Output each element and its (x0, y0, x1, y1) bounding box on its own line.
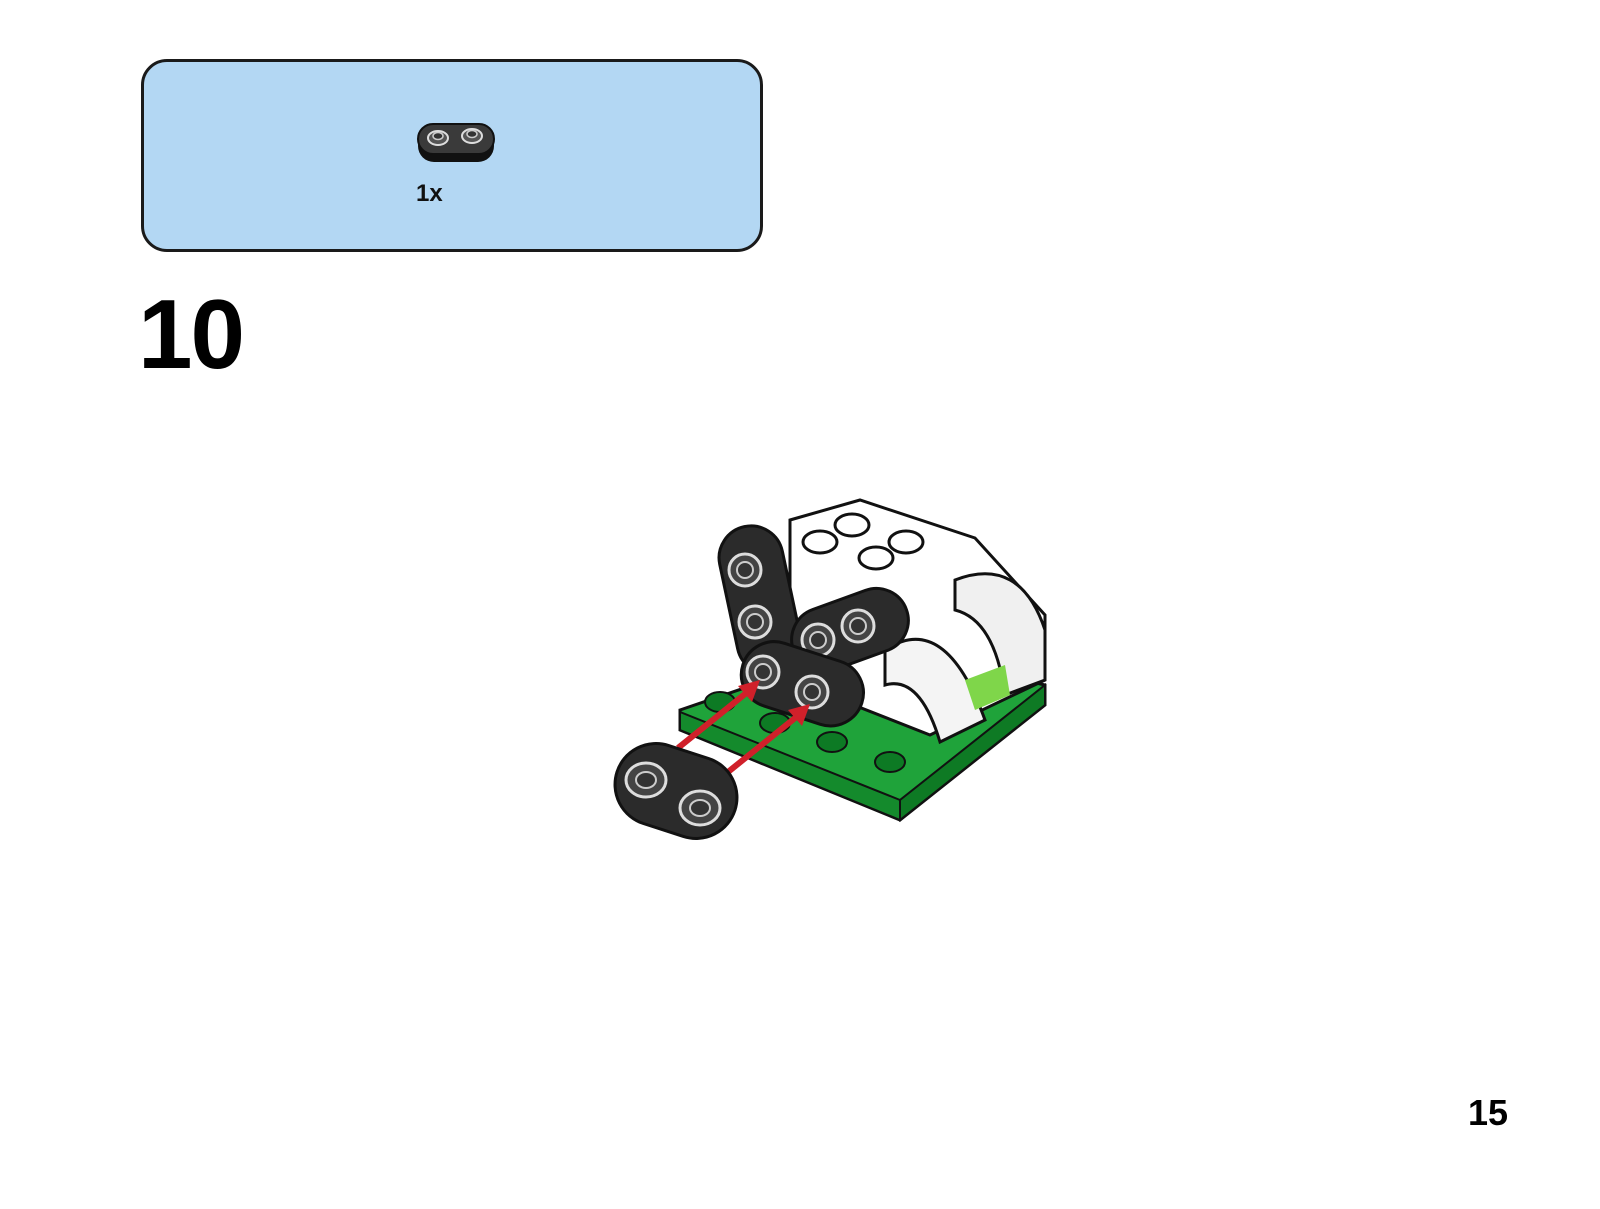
black-1x2-rounded-plate-icon (414, 116, 498, 168)
part-quantity: 1x (416, 180, 443, 208)
page-number: 15 (1468, 1092, 1508, 1134)
sheep-assembly-icon (600, 480, 1060, 860)
step-number: 10 (138, 278, 243, 391)
parts-callout: 1x (141, 59, 763, 252)
